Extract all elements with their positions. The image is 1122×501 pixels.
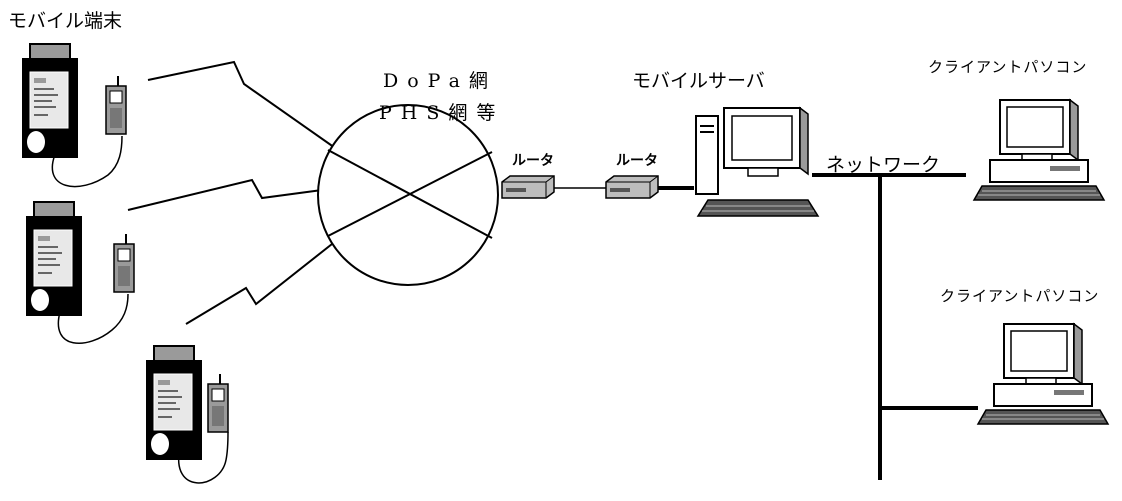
network-label: ネットワーク <box>826 154 941 176</box>
client-pc-1-icon <box>973 99 1105 201</box>
wireless-link-3 <box>185 243 333 325</box>
client-pc-1-label: クライアントパソコン <box>928 58 1088 76</box>
router-1-icon <box>501 175 555 199</box>
pda-icon <box>25 201 83 317</box>
network-cloud-label-2: PHS網等 <box>379 102 505 124</box>
cable <box>51 135 123 188</box>
network-cloud-label-1: DoPa網 <box>383 70 497 92</box>
wireless-link-2 <box>127 178 323 211</box>
phone-icon <box>105 75 127 135</box>
mobile-server-label: モバイルサーバ <box>632 70 765 92</box>
router-1-label: ルータ <box>512 153 554 169</box>
router-2-icon <box>605 175 659 199</box>
router-2-label: ルータ <box>616 153 658 169</box>
mobile-terminal-label: モバイル端末 <box>8 10 123 32</box>
client-pc-2-label: クライアントパソコン <box>940 287 1100 305</box>
wireless-links <box>127 60 339 325</box>
mobile-server-icon <box>695 107 819 217</box>
cable <box>177 431 229 484</box>
phone-icon <box>207 373 229 433</box>
mobile-terminal-2 <box>25 201 135 344</box>
carrier-network-cloud <box>317 104 499 286</box>
mobile-terminal-3 <box>145 345 229 484</box>
cable <box>57 293 129 344</box>
client-pc-2-icon <box>977 323 1109 425</box>
pda-icon <box>145 345 203 461</box>
wireless-link-1 <box>147 60 339 151</box>
mobile-terminal-1 <box>21 43 127 188</box>
pda-icon <box>21 43 79 159</box>
phone-icon <box>113 233 135 293</box>
lan-network <box>812 173 978 480</box>
